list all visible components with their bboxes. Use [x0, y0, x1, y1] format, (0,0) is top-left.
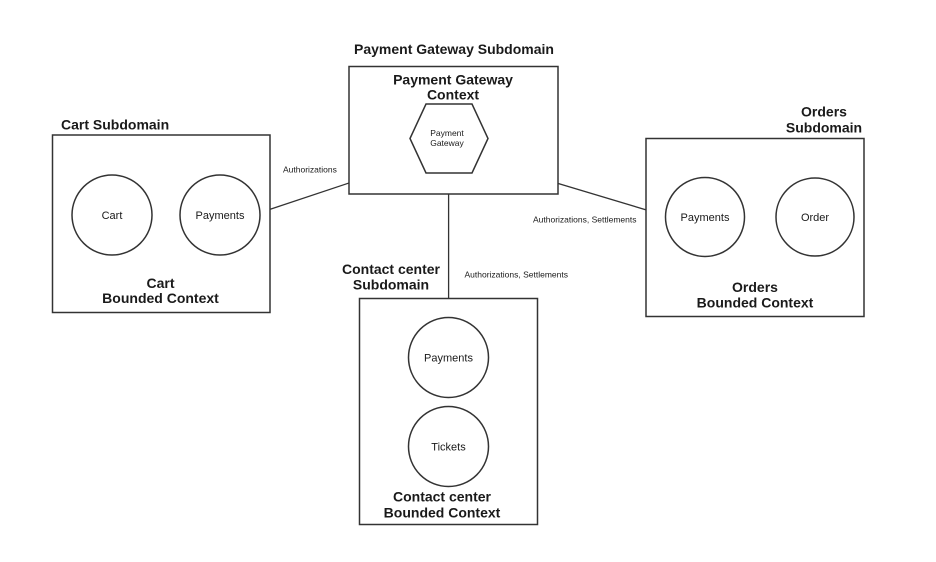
orders-payments-label: Payments [681, 212, 730, 224]
tickets-entity-circle [407, 405, 490, 488]
orders-bounded-context-label-line2: Bounded Context [697, 295, 814, 311]
edge-label-authorizations-settlements-contact: Authorizations, Settlements [465, 270, 568, 280]
orders-payments-circle [664, 176, 746, 258]
orders-subdomain-title-line2: Subdomain [786, 120, 862, 136]
order-entity-label: Order [801, 212, 829, 224]
orders-subdomain-title-line1: Orders [801, 104, 847, 120]
edge-label-authorizations-settlements-orders: Authorizations, Settlements [533, 215, 636, 225]
cart-payments-label: Payments [196, 210, 245, 222]
payment-gateway-hexagon-label-line1: Payment [430, 128, 464, 138]
contact-center-subdomain-group: Contact center Subdomain Payments Ticket… [342, 261, 539, 526]
edge-label-authorizations: Authorizations [283, 165, 337, 175]
contact-center-bounded-context-label-line2: Bounded Context [384, 505, 501, 521]
cart-subdomain-title: Cart Subdomain [61, 117, 169, 133]
payment-gateway-subdomain-title: Payment Gateway Subdomain [354, 41, 554, 57]
contact-center-subdomain-title-line1: Contact center [342, 261, 441, 277]
contact-payments-label: Payments [424, 353, 473, 365]
cart-entity-circle [71, 174, 153, 256]
orders-subdomain-group: Orders Subdomain Payments Order Orders B… [645, 104, 865, 318]
cart-bounded-context-label-line2: Bounded Context [102, 290, 219, 306]
order-entity-circle [775, 177, 855, 257]
payment-gateway-subdomain-group: Payment Gateway Subdomain Payment Gatewa… [348, 41, 559, 195]
payment-gateway-hexagon [409, 103, 489, 174]
contact-payments-circle [407, 316, 490, 399]
orders-bounded-context-label-line1: Orders [732, 279, 778, 295]
contact-center-subdomain-title-line2: Subdomain [353, 277, 429, 293]
payment-gateway-hexagon-label-line2: Gateway [430, 138, 464, 148]
cart-bounded-context-label-line1: Cart [146, 275, 174, 291]
payment-gateway-context-title-line2: Context [427, 87, 479, 103]
contact-center-bounded-context-label-line1: Contact center [393, 489, 492, 505]
tickets-entity-label: Tickets [431, 442, 466, 454]
cart-payments-circle [179, 174, 261, 256]
cart-entity-label: Cart [102, 210, 123, 222]
cart-subdomain-group: Cart Subdomain Cart Payments Cart Bounde… [51, 117, 271, 314]
payment-gateway-context-title-line1: Payment Gateway [393, 72, 513, 88]
